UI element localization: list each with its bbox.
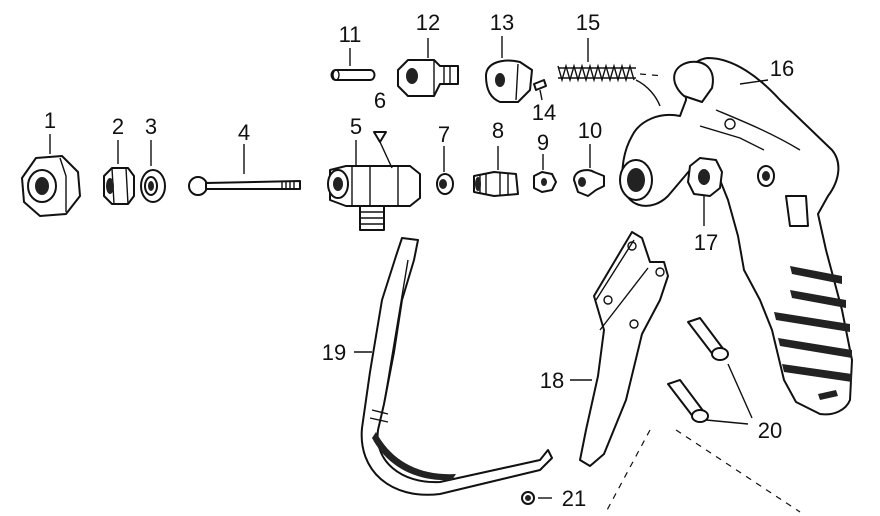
callout-20: 20 xyxy=(758,418,782,443)
callout-8: 8 xyxy=(492,118,504,143)
gun-handle-icon xyxy=(619,57,853,416)
cam-icon xyxy=(485,59,533,103)
callout-2: 2 xyxy=(112,114,124,139)
small-nut-icon xyxy=(533,171,557,193)
trigger-icon xyxy=(579,231,669,467)
spring-icon xyxy=(557,63,636,83)
jam-nut-icon xyxy=(687,157,723,197)
valve-body-icon xyxy=(327,165,421,231)
callout-9: 9 xyxy=(537,130,549,155)
callout-17: 17 xyxy=(694,230,718,255)
assembly-line-trigger xyxy=(605,429,651,513)
hex-nut-icon xyxy=(21,155,81,217)
callout-19: 19 xyxy=(322,340,346,365)
ball-icon xyxy=(436,173,454,195)
leader-6 xyxy=(379,141,393,169)
callout-16: 16 xyxy=(770,56,794,81)
callout-7: 7 xyxy=(438,122,450,147)
callout-21: 21 xyxy=(562,486,586,511)
callout-14: 14 xyxy=(532,100,556,125)
callout-3: 3 xyxy=(145,114,157,139)
callout-12: 12 xyxy=(416,10,440,35)
callout-11: 11 xyxy=(339,22,362,47)
callout-15: 15 xyxy=(576,10,600,35)
cap-nut-icon xyxy=(397,59,459,97)
trigger-guard-icon xyxy=(360,237,553,496)
leader-14 xyxy=(539,89,543,101)
assembly-line-spring xyxy=(639,73,665,77)
callout-4: 4 xyxy=(238,120,250,145)
cone-seat-icon xyxy=(373,131,387,143)
clip-icon xyxy=(573,169,605,197)
callout-10: 10 xyxy=(578,118,602,143)
set-screw-icon xyxy=(533,79,547,91)
leader-20a xyxy=(727,363,753,419)
callout-1: 1 xyxy=(44,108,56,133)
callout-18: 18 xyxy=(540,368,564,393)
assembly-line-pins xyxy=(675,429,801,513)
pin-icon xyxy=(330,69,376,81)
needle-rod-icon xyxy=(188,176,301,196)
leader-20b xyxy=(705,419,749,425)
callout-6: 6 xyxy=(374,88,386,113)
fitting-icon xyxy=(473,171,519,197)
pivot-pin-icon xyxy=(667,317,729,423)
leader-16 xyxy=(739,79,769,85)
callout-5: 5 xyxy=(350,114,362,139)
flanged-nut-icon xyxy=(103,167,135,205)
washer-icon xyxy=(140,169,166,203)
screw-icon xyxy=(521,491,535,505)
callout-13: 13 xyxy=(490,10,514,35)
